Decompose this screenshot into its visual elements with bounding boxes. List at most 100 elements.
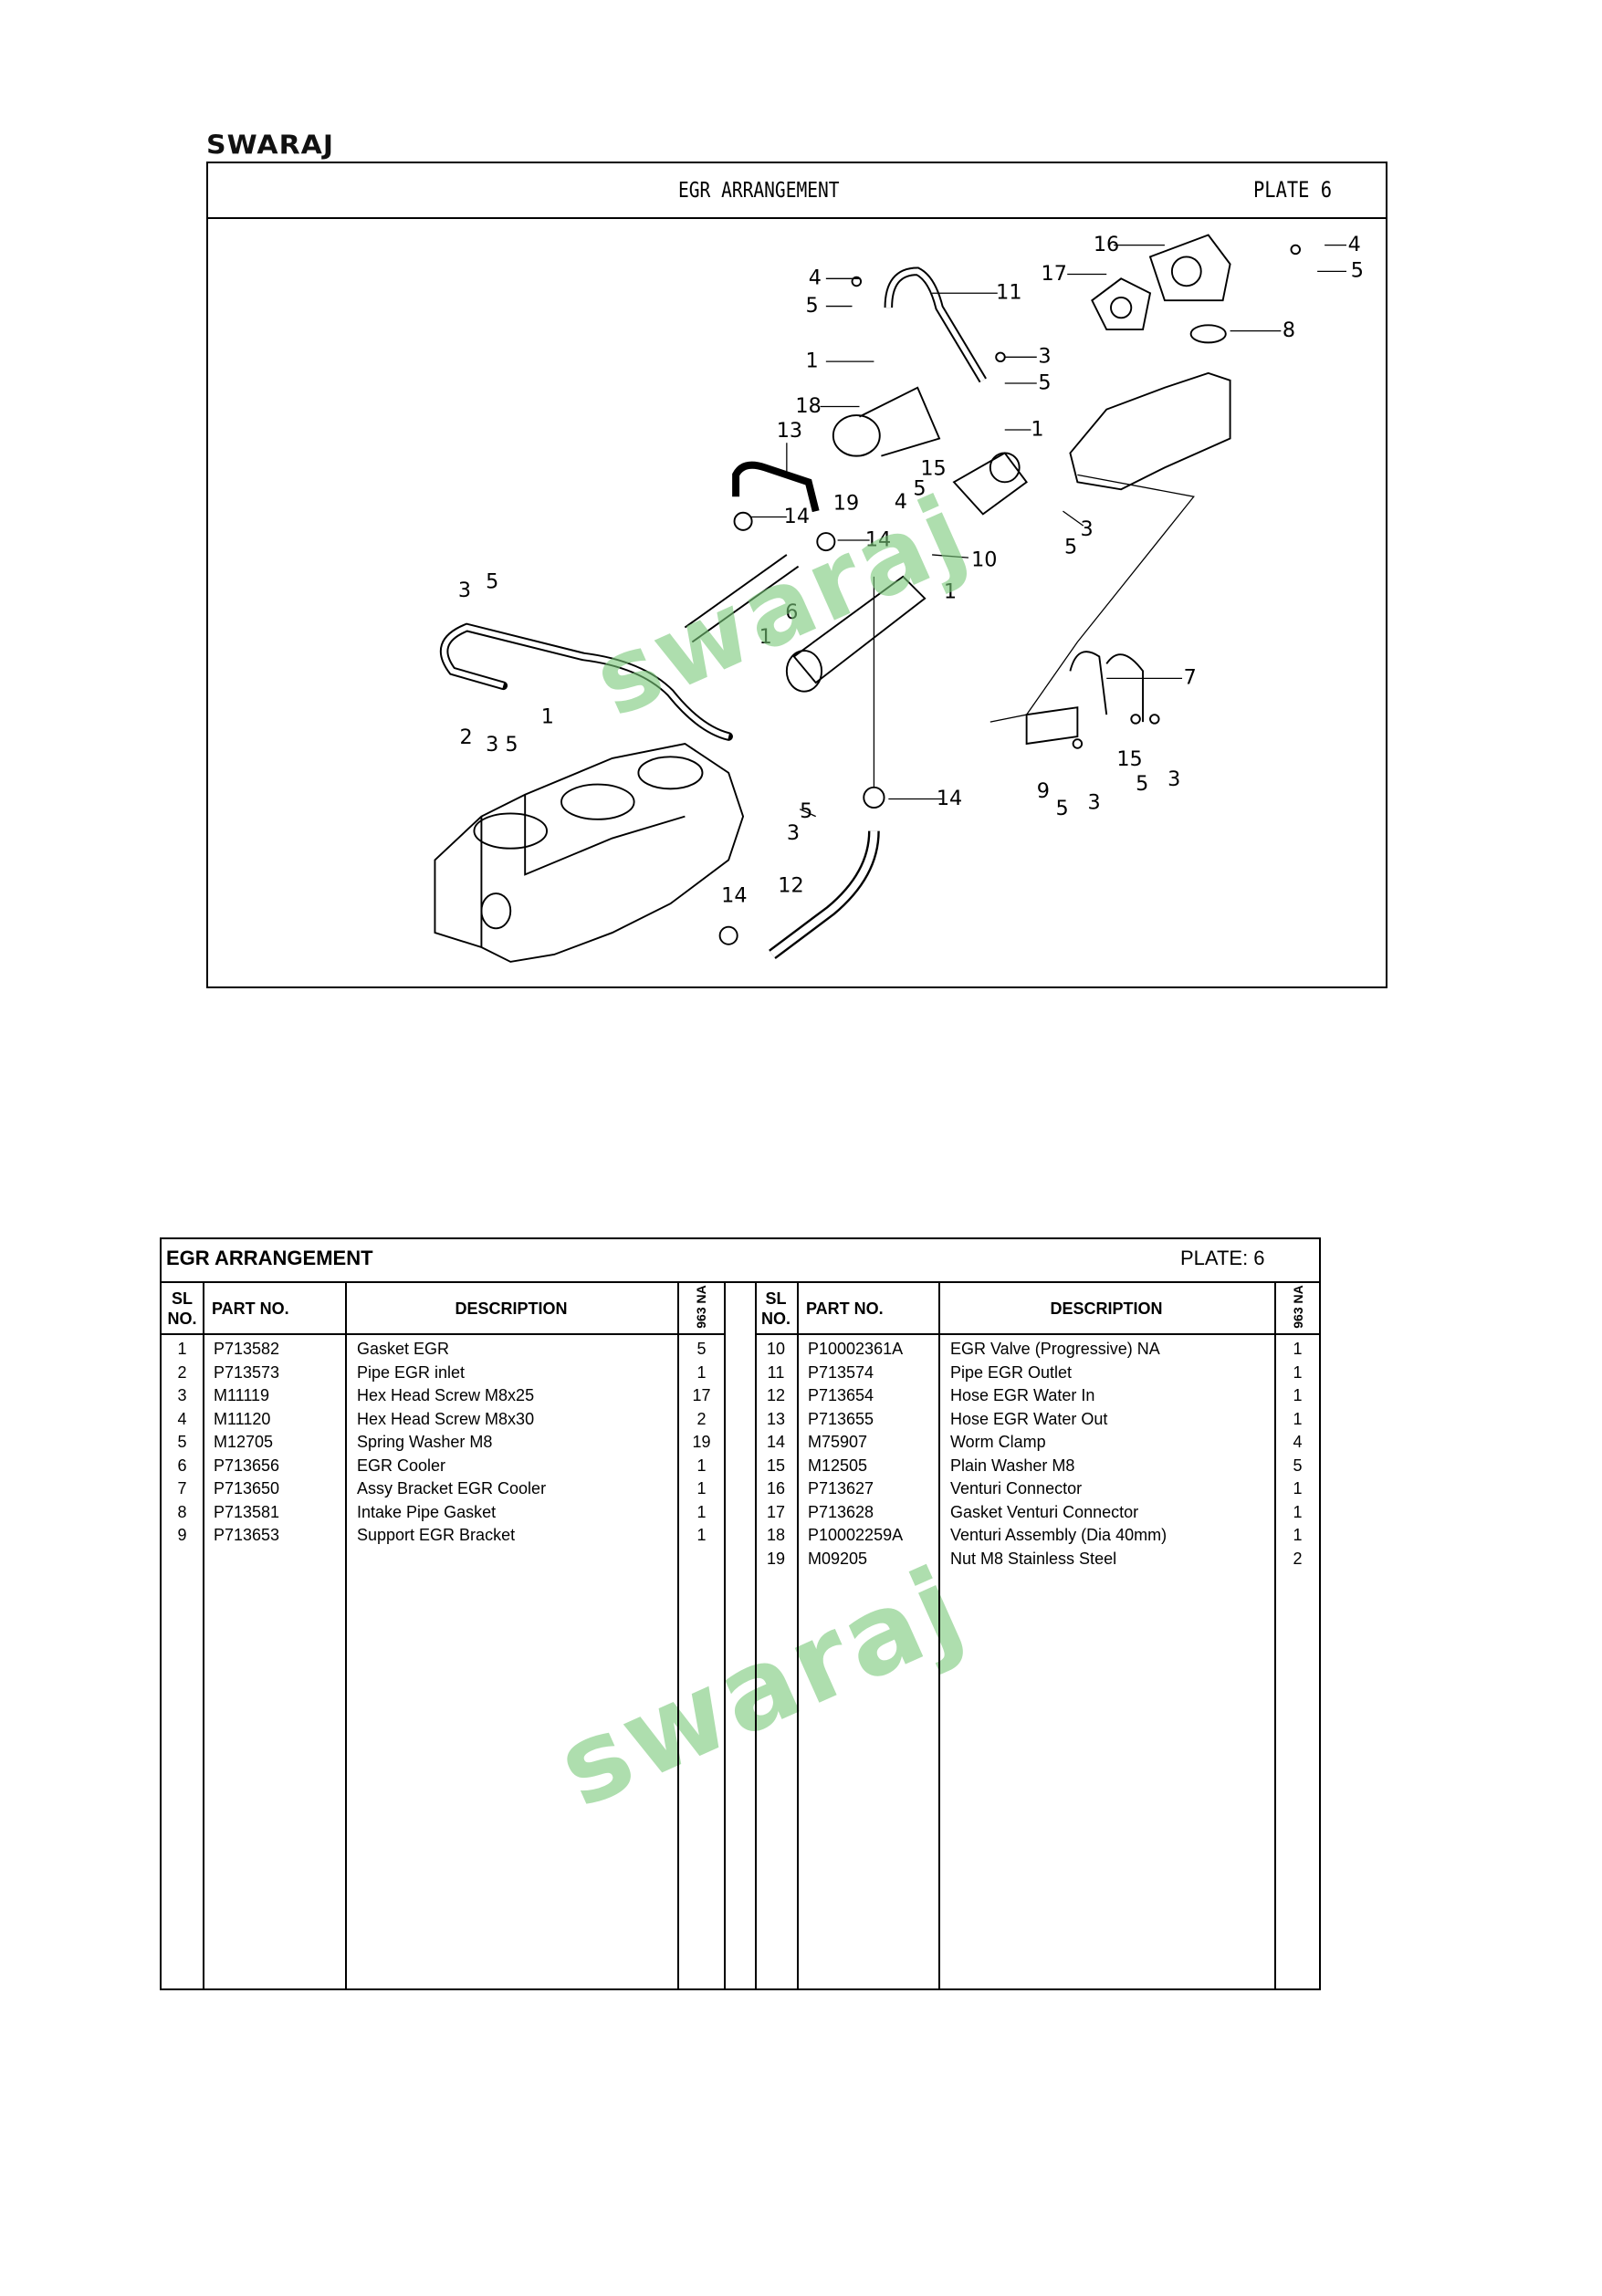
callout-5: 5	[913, 477, 926, 501]
row-sl-no: 12	[766, 1386, 786, 1404]
callout-3: 3	[1081, 517, 1094, 541]
row-description: Nut M8 Stainless Steel	[950, 1549, 1117, 1568]
header-part-no: PART NO.	[806, 1299, 884, 1318]
callout-1: 1	[944, 580, 957, 604]
row-sl-no: 9	[177, 1526, 187, 1544]
header-description: DESCRIPTION	[455, 1299, 568, 1318]
row-part-no: P713582	[214, 1340, 280, 1358]
row-part-no: M12505	[808, 1456, 868, 1475]
callout-2: 2	[460, 725, 473, 749]
egr-valve	[952, 452, 1028, 516]
row-qty: 19	[692, 1433, 711, 1451]
row-description: EGR Valve (Progressive) NA	[950, 1340, 1160, 1358]
column-divider	[345, 1281, 347, 1988]
callout-5: 5	[486, 570, 498, 594]
engine-block	[434, 742, 745, 963]
row-part-no: P713656	[214, 1456, 280, 1475]
row-description: Hose EGR Water In	[950, 1386, 1095, 1404]
row-qty: 1	[696, 1479, 707, 1498]
row-sl-no: 8	[177, 1502, 187, 1521]
row-description: Spring Washer M8	[357, 1433, 493, 1451]
row-description: Worm Clamp	[950, 1433, 1046, 1451]
callout-4: 4	[895, 490, 907, 514]
row-part-no: P713581	[214, 1502, 280, 1521]
row-part-no: M12705	[214, 1433, 274, 1451]
row-qty: 1	[1293, 1502, 1303, 1521]
callout-5: 5	[1038, 370, 1051, 394]
brand-logo: SWARAJ	[206, 130, 335, 162]
callout-1: 1	[1031, 417, 1043, 441]
egr-cooler	[792, 575, 927, 684]
column-divider	[677, 1281, 679, 1988]
row-description: Venturi Assembly (Dia 40mm)	[950, 1526, 1167, 1544]
row-part-no: P713650	[214, 1479, 280, 1498]
callout-5: 5	[1064, 535, 1077, 558]
row-qty: 17	[692, 1386, 711, 1404]
leader-lines	[750, 245, 1346, 818]
row-part-no: P713654	[808, 1386, 874, 1404]
row-sl-no: 16	[766, 1479, 786, 1498]
row-sl-no: 10	[766, 1340, 786, 1358]
callout-8: 8	[1283, 318, 1295, 342]
row-qty: 1	[1293, 1409, 1303, 1428]
callout-15: 15	[920, 456, 946, 480]
header-sl-line2: NO.	[167, 1310, 197, 1328]
row-qty: 5	[696, 1340, 707, 1358]
row-part-no: P713628	[808, 1502, 874, 1521]
row-description: Assy Bracket EGR Cooler	[357, 1479, 547, 1498]
callout-3: 3	[787, 821, 800, 845]
callout-4: 4	[1348, 233, 1361, 256]
row-qty: 2	[696, 1409, 707, 1428]
row-qty: 1	[1293, 1479, 1303, 1498]
callout-3: 3	[1088, 791, 1101, 815]
header-sl-line1: SL	[765, 1289, 787, 1308]
plate-title: EGR ARRANGEMENT	[678, 179, 840, 203]
row-part-no: P10002259A	[808, 1526, 904, 1544]
row-sl-no: 13	[766, 1409, 786, 1428]
column-divider	[938, 1281, 940, 1988]
row-part-no: P10002361A	[808, 1340, 904, 1358]
row-description: Pipe EGR Outlet	[950, 1362, 1073, 1382]
gasket-venturi	[1091, 277, 1152, 331]
column-divider	[724, 1281, 726, 1988]
callout-15: 15	[1116, 747, 1142, 771]
row-part-no: P713574	[808, 1362, 874, 1382]
row-sl-no: 4	[177, 1409, 187, 1428]
row-sl-no: 14	[766, 1433, 786, 1451]
row-qty: 5	[1293, 1456, 1303, 1475]
callout-14: 14	[721, 884, 747, 908]
callout-4: 4	[809, 266, 822, 290]
callout-14: 14	[784, 505, 810, 528]
pipe-egr-outlet	[884, 266, 987, 383]
table-title: EGR ARRANGEMENT	[166, 1247, 373, 1269]
row-description: Gasket EGR	[357, 1340, 450, 1358]
row-description: Hose EGR Water Out	[950, 1409, 1108, 1428]
row-sl-no: 2	[177, 1362, 187, 1382]
callout-1: 1	[806, 349, 819, 372]
callout-19: 19	[833, 492, 859, 516]
diagram-parts	[434, 234, 1346, 963]
header-part-no: PART NO.	[212, 1299, 289, 1318]
callout-18: 18	[795, 394, 821, 418]
row-part-no: P713573	[214, 1362, 280, 1382]
callout-5: 5	[800, 799, 812, 823]
row-sl-no: 1	[177, 1340, 187, 1358]
row-part-no: M09205	[808, 1549, 868, 1568]
row-part-no: M11119	[214, 1386, 270, 1404]
row-sl-no: 5	[177, 1433, 187, 1451]
row-sl-no: 17	[766, 1502, 786, 1521]
row-qty: 4	[1293, 1433, 1303, 1451]
callout-3: 3	[1167, 767, 1180, 791]
callout-3: 3	[1038, 345, 1051, 369]
callout-6: 6	[785, 600, 798, 624]
callout-3-5: 3 5	[486, 733, 518, 757]
row-part-no: M11120	[214, 1409, 271, 1428]
venturi-assembly	[832, 414, 881, 457]
row-description: Pipe EGR inlet	[357, 1362, 466, 1382]
callout-3: 3	[458, 579, 471, 602]
callout-7: 7	[1184, 666, 1197, 690]
callout-5: 5	[1055, 797, 1068, 820]
header-qty-963-na: 963 NA	[1291, 1285, 1305, 1329]
callout-13: 13	[777, 419, 802, 443]
